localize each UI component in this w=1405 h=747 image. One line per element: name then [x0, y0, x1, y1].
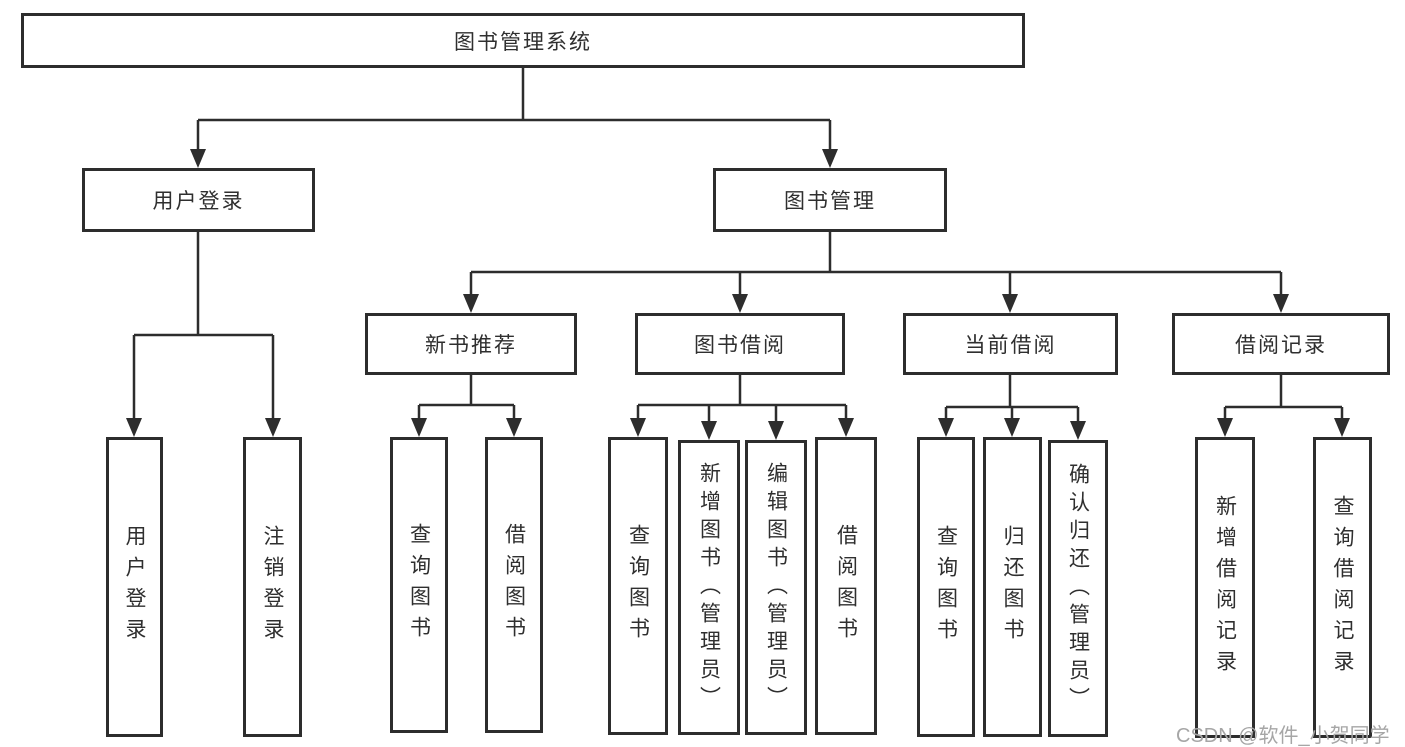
leaf-query-books-current: 查询图书 [917, 437, 975, 737]
leaf-logout-login: 注销登录 [243, 437, 302, 737]
leaf-query-borrow-record: 查询借阅记录 [1313, 437, 1372, 738]
leaf-label: 借阅图书 [834, 524, 858, 648]
leaf-label: 归还图书 [1001, 525, 1025, 649]
node-user-login: 用户登录 [82, 168, 315, 232]
leaf-query-books-borrowing: 查询图书 [608, 437, 668, 735]
node-book-management: 图书管理 [713, 168, 947, 232]
leaf-user-login: 用户登录 [106, 437, 163, 737]
leaf-add-borrow-record: 新增借阅记录 [1195, 437, 1255, 738]
leaf-label: 查询图书 [626, 524, 650, 648]
node-label: 图书借阅 [694, 334, 786, 357]
leaf-label: 新增图书（管理员） [697, 461, 721, 714]
leaf-borrow-books-borrowing: 借阅图书 [815, 437, 877, 735]
leaf-label: 借阅图书 [502, 523, 526, 647]
node-new-book-recommendation: 新书推荐 [365, 313, 577, 375]
leaf-label: 新增借阅记录 [1213, 494, 1237, 681]
leaf-add-books-admin: 新增图书（管理员） [678, 440, 740, 735]
leaf-label: 用户登录 [123, 525, 147, 649]
leaf-return-books: 归还图书 [983, 437, 1042, 737]
node-book-borrowing: 图书借阅 [635, 313, 845, 375]
leaf-label: 编辑图书（管理员） [764, 461, 788, 714]
node-library-management-system: 图书管理系统 [21, 13, 1025, 68]
leaf-label: 注销登录 [261, 525, 285, 649]
leaf-edit-books-admin: 编辑图书（管理员） [745, 440, 807, 735]
node-label: 用户登录 [152, 190, 245, 213]
node-current-borrowing: 当前借阅 [903, 313, 1118, 375]
leaf-label: 查询借阅记录 [1331, 494, 1355, 681]
node-label: 图书管理系统 [454, 30, 592, 54]
leaf-label: 查询图书 [407, 523, 431, 647]
node-borrowing-records: 借阅记录 [1172, 313, 1390, 375]
leaf-confirm-return-admin: 确认归还（管理员） [1048, 440, 1108, 737]
leaf-query-books-recommend: 查询图书 [390, 437, 448, 733]
leaf-label: 确认归还（管理员） [1066, 462, 1090, 715]
leaf-label: 查询图书 [934, 525, 958, 649]
node-label: 借阅记录 [1235, 334, 1327, 357]
leaf-borrow-books-recommend: 借阅图书 [485, 437, 543, 733]
node-label: 新书推荐 [425, 334, 517, 357]
node-label: 当前借阅 [964, 334, 1057, 357]
node-label: 图书管理 [784, 190, 876, 213]
csdn-watermark: CSDN @软件_小贺同学 [1176, 725, 1390, 747]
